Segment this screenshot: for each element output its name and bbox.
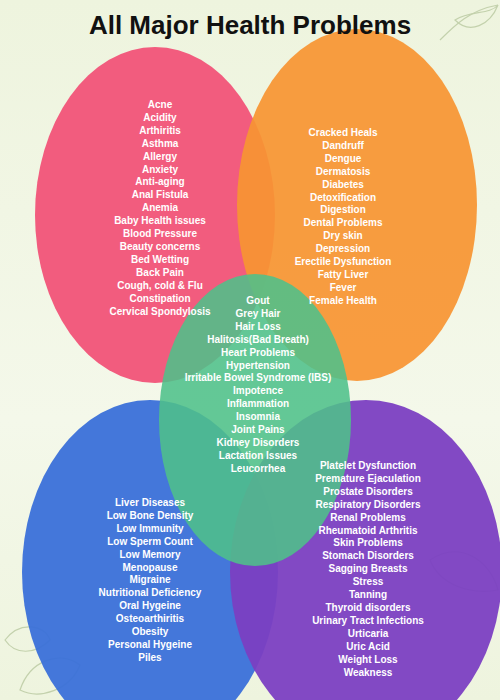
health-problem: Leucorrhea — [148, 463, 368, 476]
health-problem: Halitosis(Bad Breath) — [148, 334, 368, 347]
health-problem: Dental Problems — [233, 217, 453, 230]
health-problem: Heart Problems — [148, 347, 368, 360]
health-problem: Anemia — [50, 202, 270, 215]
health-problem: Asthma — [50, 138, 270, 151]
item-list: GoutGrey HairHair LossHalitosis(Bad Brea… — [148, 295, 368, 476]
item-list: Cracked HealsDandruffDengueDermatosisDia… — [233, 127, 453, 308]
health-problem: Migraine — [40, 574, 260, 587]
health-problem: Premature Ejaculation — [258, 473, 478, 486]
health-problem: Back Pain — [50, 267, 270, 280]
health-problem: Uric Acid — [258, 641, 478, 654]
health-problem: Sagging Breasts — [258, 563, 478, 576]
health-problem: Gout — [148, 295, 368, 308]
health-problem: Anti-aging — [50, 176, 270, 189]
health-problem: Joint Pains — [148, 424, 368, 437]
health-problem: Dandruff — [233, 140, 453, 153]
health-problem: Hypertension — [148, 360, 368, 373]
health-problem: Weakness — [258, 667, 478, 680]
health-problem: Cough, cold & Flu — [50, 280, 270, 293]
health-problem: Beauty concerns — [50, 241, 270, 254]
health-problem: Oral Hygeine — [40, 600, 260, 613]
health-problem: Anal Fistula — [50, 189, 270, 202]
health-problem: Depression — [233, 243, 453, 256]
health-problem: Allergy — [50, 151, 270, 164]
health-problem: Urinary Tract Infections — [258, 615, 478, 628]
diagram-title: All Major Health Problems — [0, 10, 500, 41]
item-list: Liver DiseasesLow Bone DensityLow Immuni… — [40, 497, 260, 665]
item-list: Platelet DysfunctionPremature Ejaculatio… — [258, 460, 478, 679]
item-list: AcneAcidityArthiritisAsthmaAllergyAnxiet… — [50, 99, 270, 318]
health-problem: Impotence — [148, 385, 368, 398]
health-problem: Kidney Disorders — [148, 437, 368, 450]
health-problem: Erectile Dysfunction — [233, 256, 453, 269]
health-problem: Low Immunity — [40, 523, 260, 536]
health-problem: Grey Hair — [148, 308, 368, 321]
health-problem: Respiratory Disorders — [258, 499, 478, 512]
health-problem: Acne — [50, 99, 270, 112]
health-problem: Rheumatoid Arthritis — [258, 525, 478, 538]
health-problem: Arthiritis — [50, 125, 270, 138]
health-problem: Low Memory — [40, 549, 260, 562]
health-problem: Fever — [233, 282, 453, 295]
health-problem: Diabetes — [233, 179, 453, 192]
health-problem: Osteoarthiritis — [40, 613, 260, 626]
health-problem: Renal Problems — [258, 512, 478, 525]
health-problem: Obesity — [40, 626, 260, 639]
ellipse-group: GoutGrey HairHair LossHalitosis(Bad Brea… — [159, 274, 351, 566]
health-problem: Fatty Liver — [233, 269, 453, 282]
health-problem: Constipation — [50, 293, 270, 306]
health-problem: Stomach Disorders — [258, 550, 478, 563]
health-problem: Hair Loss — [148, 321, 368, 334]
health-problem: Menopause — [40, 562, 260, 575]
health-problem: Low Bone Density — [40, 510, 260, 523]
health-problem: Tanning — [258, 589, 478, 602]
health-problem: Skin Problems — [258, 537, 478, 550]
health-problem: Liver Diseases — [40, 497, 260, 510]
health-problem: Blood Pressure — [50, 228, 270, 241]
health-problem: Stress — [258, 576, 478, 589]
health-problem: Dengue — [233, 153, 453, 166]
health-problem: Inflammation — [148, 398, 368, 411]
health-problem: Cracked Heals — [233, 127, 453, 140]
health-problem: Low Sperm Count — [40, 536, 260, 549]
health-problem: Thyroid disorders — [258, 602, 478, 615]
health-problem: Anxiety — [50, 164, 270, 177]
health-problem: Lactation Issues — [148, 450, 368, 463]
health-problem: Bed Wetting — [50, 254, 270, 267]
health-problem: Insomnia — [148, 411, 368, 424]
health-problem: Personal Hygeine — [40, 639, 260, 652]
health-problem: Digestion — [233, 204, 453, 217]
health-problem: Acidity — [50, 112, 270, 125]
health-problem: Prostate Disorders — [258, 486, 478, 499]
health-problem: Nutritional Deficiency — [40, 587, 260, 600]
health-problem: Baby Health issues — [50, 215, 270, 228]
health-problem: Urticaria — [258, 628, 478, 641]
health-problem: Platelet Dysfunction — [258, 460, 478, 473]
health-problem: Weight Loss — [258, 654, 478, 667]
health-problem: Dry skin — [233, 230, 453, 243]
health-problem: Dermatosis — [233, 166, 453, 179]
health-problem: Irritable Bowel Syndrome (IBS) — [148, 372, 368, 385]
health-problem: Piles — [40, 652, 260, 665]
health-problem: Detoxification — [233, 192, 453, 205]
